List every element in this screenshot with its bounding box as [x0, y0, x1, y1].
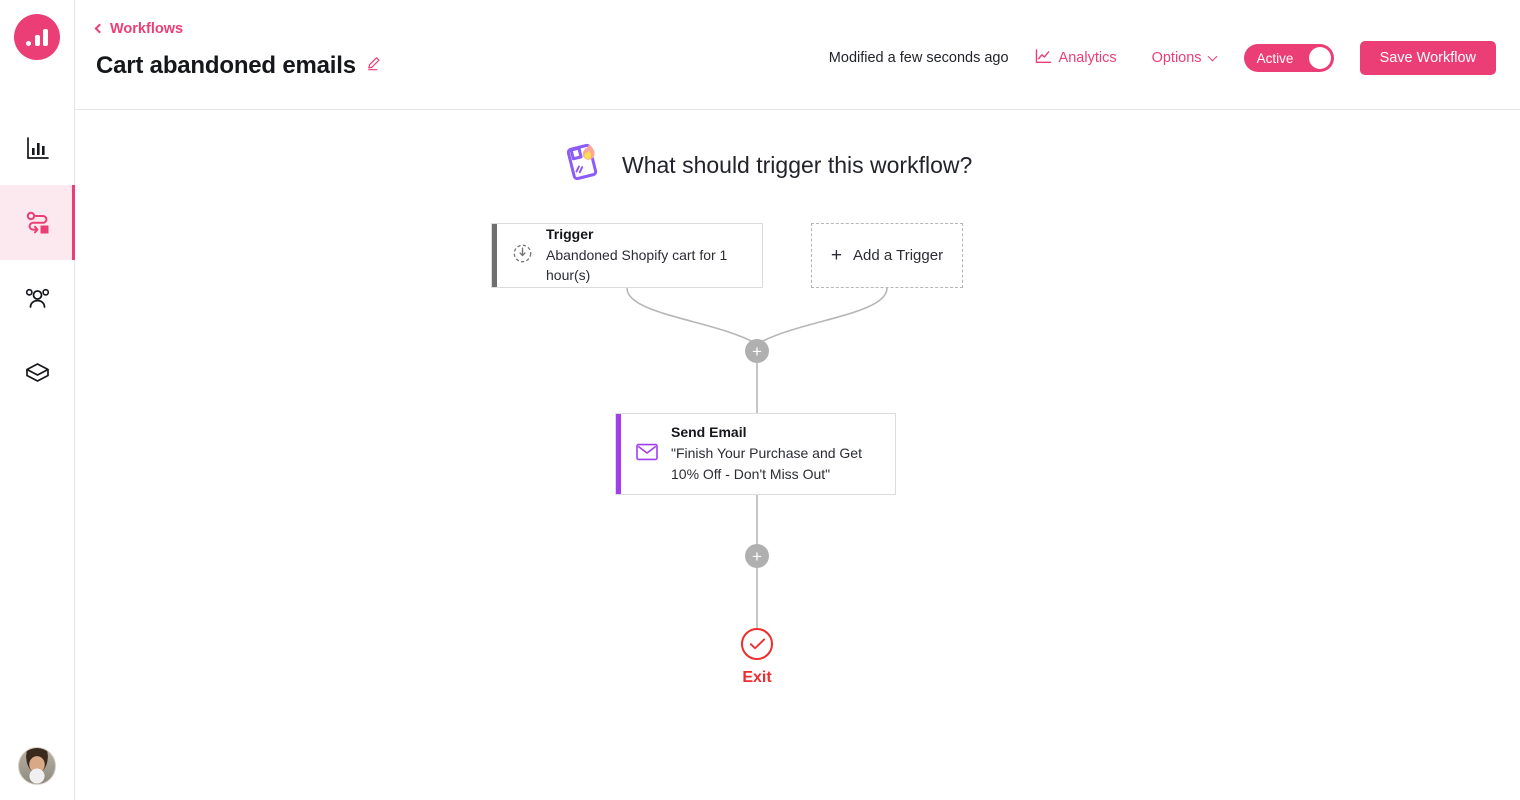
trigger-node-text: Trigger Abandoned Shopify cart for 1 hou…: [546, 226, 762, 286]
add-trigger-button[interactable]: + Add a Trigger: [811, 223, 963, 288]
plus-icon: +: [830, 245, 843, 266]
active-toggle[interactable]: Active: [1243, 44, 1334, 72]
send-email-node-accent: [616, 414, 621, 494]
breadcrumb-workflows[interactable]: Workflows: [94, 21, 184, 37]
chevron-down-icon: [1207, 51, 1218, 61]
prompt-title: What should trigger this workflow?: [622, 152, 973, 178]
left-sidebar: [0, 0, 75, 800]
trigger-prompt: What should trigger this workflow?: [560, 137, 972, 194]
sidebar-item-products[interactable]: [0, 335, 75, 410]
modified-timestamp: Modified a few seconds ago: [828, 50, 1009, 66]
title-row: Cart abandoned emails: [96, 52, 381, 80]
breadcrumb-label: Workflows: [110, 21, 184, 37]
header-actions: Modified a few seconds ago Analytics Opt…: [829, 41, 1496, 75]
analytics-label: Analytics: [1058, 50, 1117, 66]
trigger-node-title: Trigger: [546, 225, 594, 242]
save-workflow-button[interactable]: Save Workflow: [1359, 41, 1496, 75]
sidebar-item-analytics[interactable]: [0, 110, 75, 185]
sidebar-item-workflows[interactable]: [0, 185, 75, 260]
power-trigger-icon: [512, 243, 533, 269]
trigger-node-accent: [492, 224, 497, 287]
page-title: Cart abandoned emails: [96, 52, 356, 79]
workflow-connectors: [626, 287, 888, 628]
avatar-photo: [19, 748, 55, 784]
send-email-node[interactable]: Send Email "Finish Your Purchase and Get…: [615, 413, 896, 495]
logo-bar-2: [34, 35, 40, 46]
trigger-node[interactable]: Trigger Abandoned Shopify cart for 1 hou…: [491, 223, 763, 288]
envelope-icon: [636, 443, 658, 466]
add-step-button-2[interactable]: +: [745, 544, 769, 568]
add-step-button-1[interactable]: +: [745, 339, 769, 363]
box-icon: [24, 360, 51, 386]
bar-chart-icon: [25, 135, 51, 161]
chevron-left-icon: [94, 23, 105, 34]
page-header: Workflows Cart abandoned emails Modified…: [75, 0, 1520, 110]
workflow-canvas: What should trigger this workflow? Trigg…: [75, 110, 1520, 800]
people-icon: [24, 285, 52, 311]
sidebar-nav: [0, 110, 75, 410]
active-toggle-label: Active: [1256, 50, 1294, 66]
send-email-node-title: Send Email: [671, 424, 747, 441]
options-label: Options: [1151, 50, 1202, 66]
exit-label: Exit: [742, 669, 772, 686]
analytics-link[interactable]: Analytics: [1035, 48, 1117, 68]
check-circle-icon: [741, 628, 773, 660]
trigger-node-subtitle: Abandoned Shopify cart for 1 hour(s): [546, 246, 728, 283]
pencil-edit-icon[interactable]: [366, 56, 381, 76]
analytics-logo[interactable]: [14, 14, 60, 60]
toggle-knob: [1308, 47, 1331, 69]
logo-bar-3: [42, 29, 48, 46]
sidebar-item-audience[interactable]: [0, 260, 75, 335]
user-avatar[interactable]: [18, 747, 56, 785]
options-dropdown[interactable]: Options: [1151, 50, 1218, 66]
lighter-flame-icon: [560, 137, 606, 194]
send-email-node-text: Send Email "Finish Your Purchase and Get…: [671, 424, 895, 484]
workflow-icon: [24, 210, 52, 236]
add-trigger-label: Add a Trigger: [853, 247, 944, 264]
send-email-node-subtitle: "Finish Your Purchase and Get 10% Off - …: [671, 445, 862, 482]
exit-node[interactable]: Exit: [717, 628, 797, 687]
logo-bar-1: [26, 41, 32, 46]
line-chart-icon: [1035, 48, 1052, 68]
